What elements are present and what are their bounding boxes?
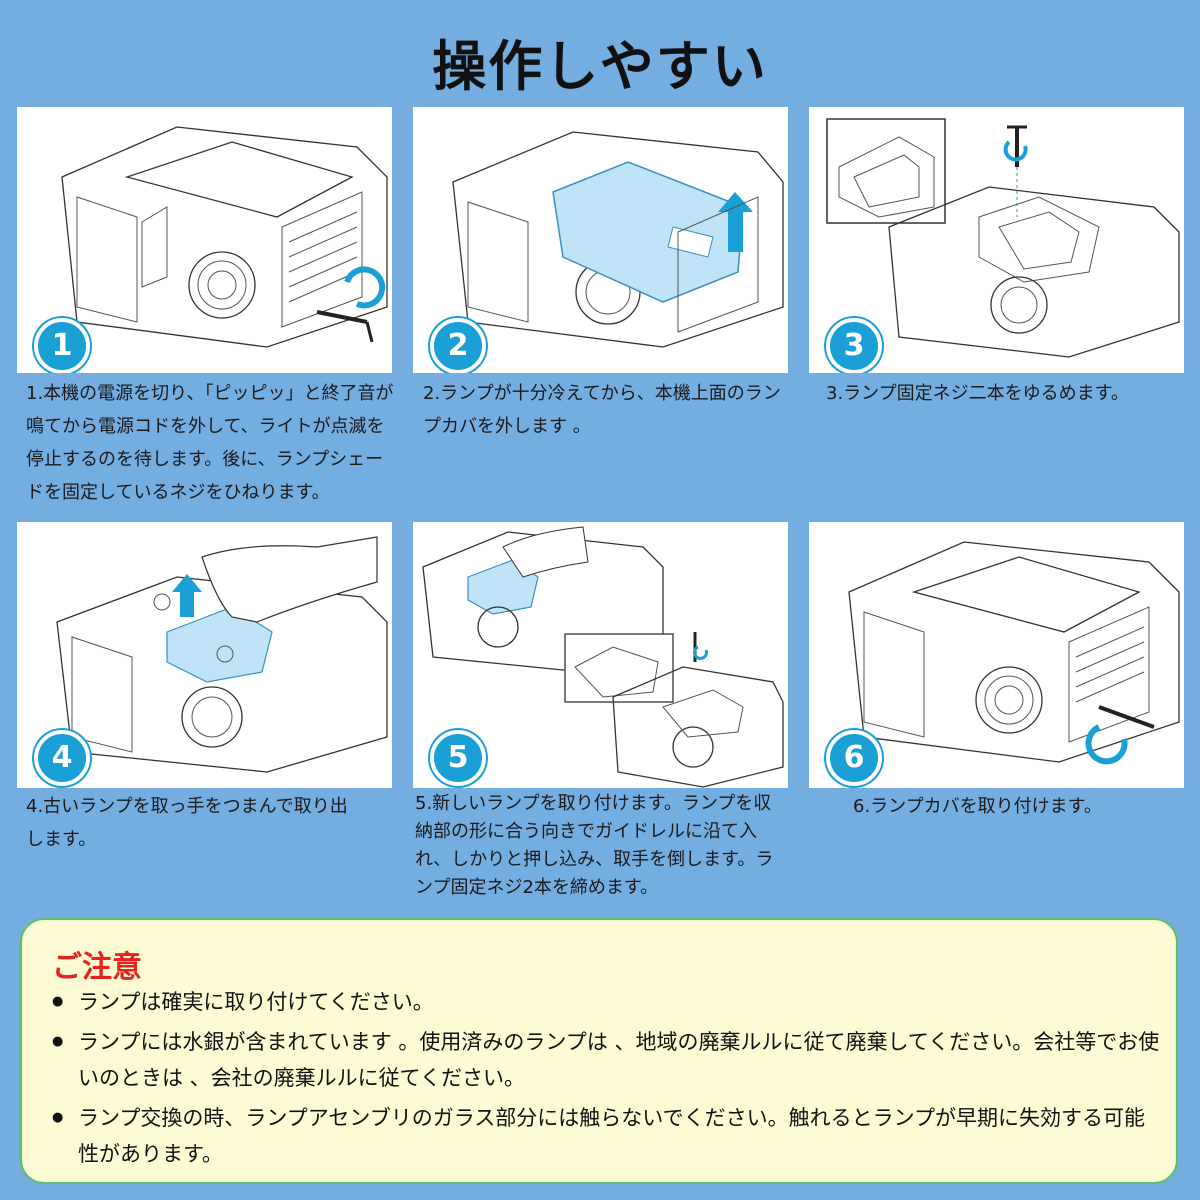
notice-item: ランプには水銀が含まれています 。使用済みのランプは 、地域の廃棄ルルに従て廃棄… [52, 1024, 1162, 1096]
step-2-caption: 2.ランプが十分冷えてから、本機上面のランプカバを外します 。 [423, 383, 781, 437]
step-5-caption: 5.新しいランプを取り付けます。ランプを収納部の形に合う向きでガイドレルに沿て入… [415, 793, 774, 898]
notice-title: ご注意 [52, 950, 142, 985]
notice-box: ご注意 ランプは確実に取り付けてください。 ランプには水銀が含まれています 。使… [20, 918, 1178, 1184]
step-2-illustration: 2 [413, 107, 788, 373]
step-6-badge: 6 [826, 730, 882, 786]
step-4-badge: 4 [34, 730, 90, 786]
step-3-badge: 3 [826, 318, 882, 373]
step-4-illustration: 4 [17, 522, 392, 788]
step-5-badge: 5 [430, 730, 486, 786]
step-5-illustration: 5 [413, 522, 788, 788]
step-4-caption: 4.古いランプを取っ手をつまんで取り出します。 [26, 796, 348, 850]
notice-item: ランプ交換の時、ランプアセンブリのガラス部分には触らないでください。触れるとラン… [52, 1100, 1162, 1172]
step-3-illustration: 3 [809, 107, 1184, 373]
notice-list: ランプは確実に取り付けてください。 ランプには水銀が含まれています 。使用済みの… [52, 984, 1162, 1176]
notice-item: ランプは確実に取り付けてください。 [52, 984, 1162, 1020]
step-1-badge: 1 [34, 318, 90, 373]
page-title: 操作しやすい [432, 35, 768, 98]
step-2-badge: 2 [430, 318, 486, 373]
step-6-illustration: 6 [809, 522, 1184, 788]
step-1-illustration: 1 [17, 107, 392, 373]
step-3-caption: 3.ランプ固定ネジ二本をゆるめます。 [826, 383, 1129, 404]
step-6-caption: 6.ランプカバを取り付けます。 [853, 796, 1102, 817]
step-1-caption: 1.本機の電源を切り、「ピッピッ」と終了音が鳴てから電源コドを外して、ライトが点… [26, 383, 394, 503]
